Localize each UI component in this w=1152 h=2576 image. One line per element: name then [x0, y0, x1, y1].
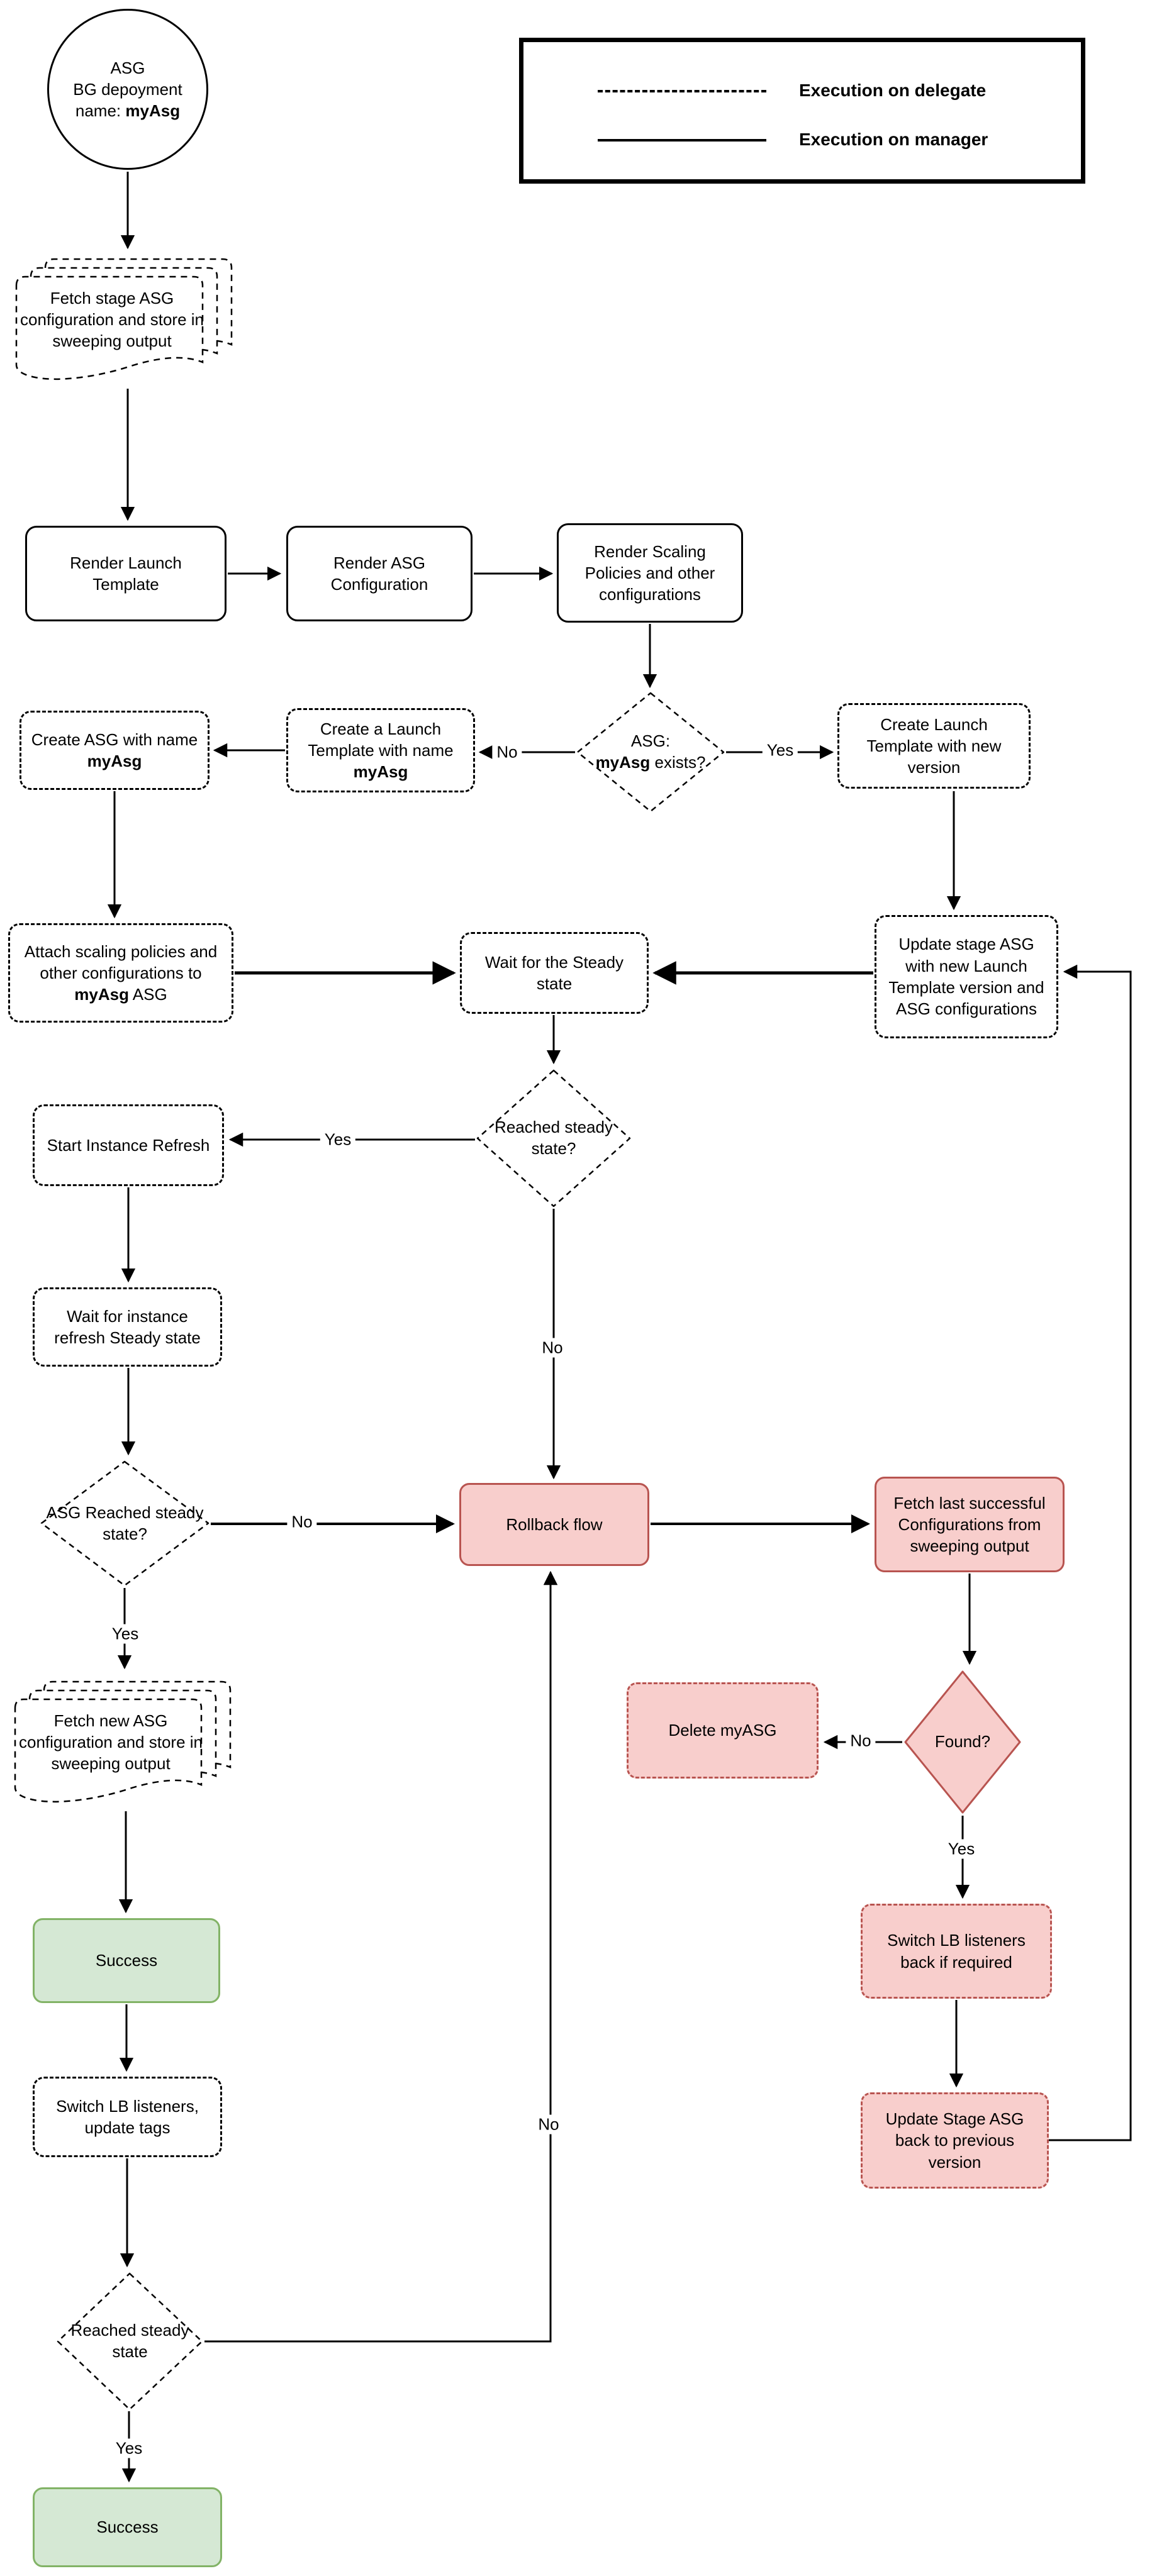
wait-instance-refresh-node: Wait for instance refresh Steady state: [33, 1287, 222, 1367]
create-launch-template-new-node: Create Launch Template with new version: [837, 703, 1031, 789]
asg-exists-decision: ASG: myAsg exists?: [576, 692, 725, 813]
found-decision: Found?: [903, 1670, 1022, 1814]
start-line1: ASG: [110, 58, 145, 77]
found-label: Found?: [934, 1732, 991, 1752]
edge-label-yes: Yes: [320, 1130, 356, 1150]
edge-label-yes: Yes: [943, 1839, 980, 1859]
success-node-top: Success: [33, 1918, 220, 2003]
reached-steady-state2-label: Reached steady state: [70, 2321, 189, 2361]
legend-delegate-label: Execution on delegate: [799, 80, 987, 100]
legend: Execution on delegate Execution on manag…: [519, 38, 1085, 184]
start-line3: name: myAsg: [75, 101, 181, 121]
update-stage-asg-node: Update stage ASG with new Launch Templat…: [875, 915, 1058, 1038]
edge-label-yes: Yes: [762, 740, 798, 760]
edge-label-no: No: [846, 1731, 876, 1751]
multi-document-shape: [15, 258, 233, 380]
update-stage-back-node: Update Stage ASG back to previous versio…: [861, 2092, 1049, 2189]
switch-lb-back-node: Switch LB listeners back if required: [861, 1904, 1052, 1999]
edge-update-back-loop-to-update-stage: [1049, 964, 1132, 2141]
fetch-stage-asg-label: Fetch stage ASG configuration and store …: [20, 288, 204, 351]
fetch-stage-asg-node: Fetch stage ASG configuration and store …: [8, 252, 247, 389]
edge-label-yes: Yes: [107, 1624, 143, 1644]
solid-line-sample: [598, 139, 766, 142]
edge-label-no: No: [537, 1338, 568, 1358]
fetch-last-successful-node: Fetch last successful Configurations fro…: [875, 1477, 1065, 1572]
start-node: ASG BG depoyment name: myAsg: [47, 9, 208, 170]
asg-reached-steady-decision: ASG Reached steady state?: [40, 1460, 210, 1587]
fetch-new-asg-label: Fetch new ASG configuration and store in…: [19, 1711, 203, 1774]
create-asg-myasg-node: Create ASG with name myAsg: [20, 711, 210, 790]
edge-label-no: No: [492, 742, 522, 762]
create-asg-myasg-label: Create ASG with name myAsg: [31, 730, 198, 770]
attach-scaling-policies-node: Attach scaling policies and other config…: [8, 923, 233, 1023]
rollback-flow-node: Rollback flow: [459, 1483, 649, 1566]
reached-steady-state-decision: Reached steady state?: [476, 1069, 631, 1208]
asg-reached-steady-label: ASG Reached steady state?: [46, 1502, 204, 1543]
create-launch-template-myasg-label: Create a Launch Template with name myAsg: [308, 719, 454, 782]
success-node-bottom: Success: [33, 2487, 222, 2567]
edge-reached-steady2-no-loop-to-rollback: [204, 1570, 558, 2343]
create-launch-template-myasg-node: Create a Launch Template with name myAsg: [286, 708, 475, 792]
wait-steady-state-node: Wait for the Steady state: [460, 932, 649, 1014]
dashed-line-sample: [598, 90, 766, 92]
reached-steady-state-label: Reached steady state?: [495, 1118, 613, 1158]
edge-label-no: No: [534, 2114, 564, 2135]
fetch-new-asg-node: Fetch new ASG configuration and store in…: [6, 1674, 245, 1811]
start-line2: BG depoyment: [73, 79, 182, 99]
switch-lb-tags-node: Switch LB listeners, update tags: [33, 2077, 222, 2157]
render-asg-configuration-node: Render ASG Configuration: [286, 526, 473, 621]
start-instance-refresh-node: Start Instance Refresh: [33, 1104, 224, 1186]
edge-label-no: No: [287, 1512, 317, 1532]
render-scaling-policies-node: Render Scaling Policies and other config…: [557, 523, 743, 623]
render-launch-template-node: Render Launch Template: [25, 526, 226, 621]
attach-scaling-policies-label: Attach scaling policies and other config…: [24, 941, 218, 1004]
multi-document-shape: [14, 1680, 232, 1803]
delete-myasg-node: Delete myASG: [627, 1682, 819, 1779]
asg-exists-label: ASG: myAsg exists?: [595, 731, 706, 772]
edge-label-yes: Yes: [111, 2438, 147, 2458]
legend-manager-label: Execution on manager: [799, 130, 988, 149]
reached-steady-state2-decision: Reached steady state: [57, 2272, 203, 2411]
